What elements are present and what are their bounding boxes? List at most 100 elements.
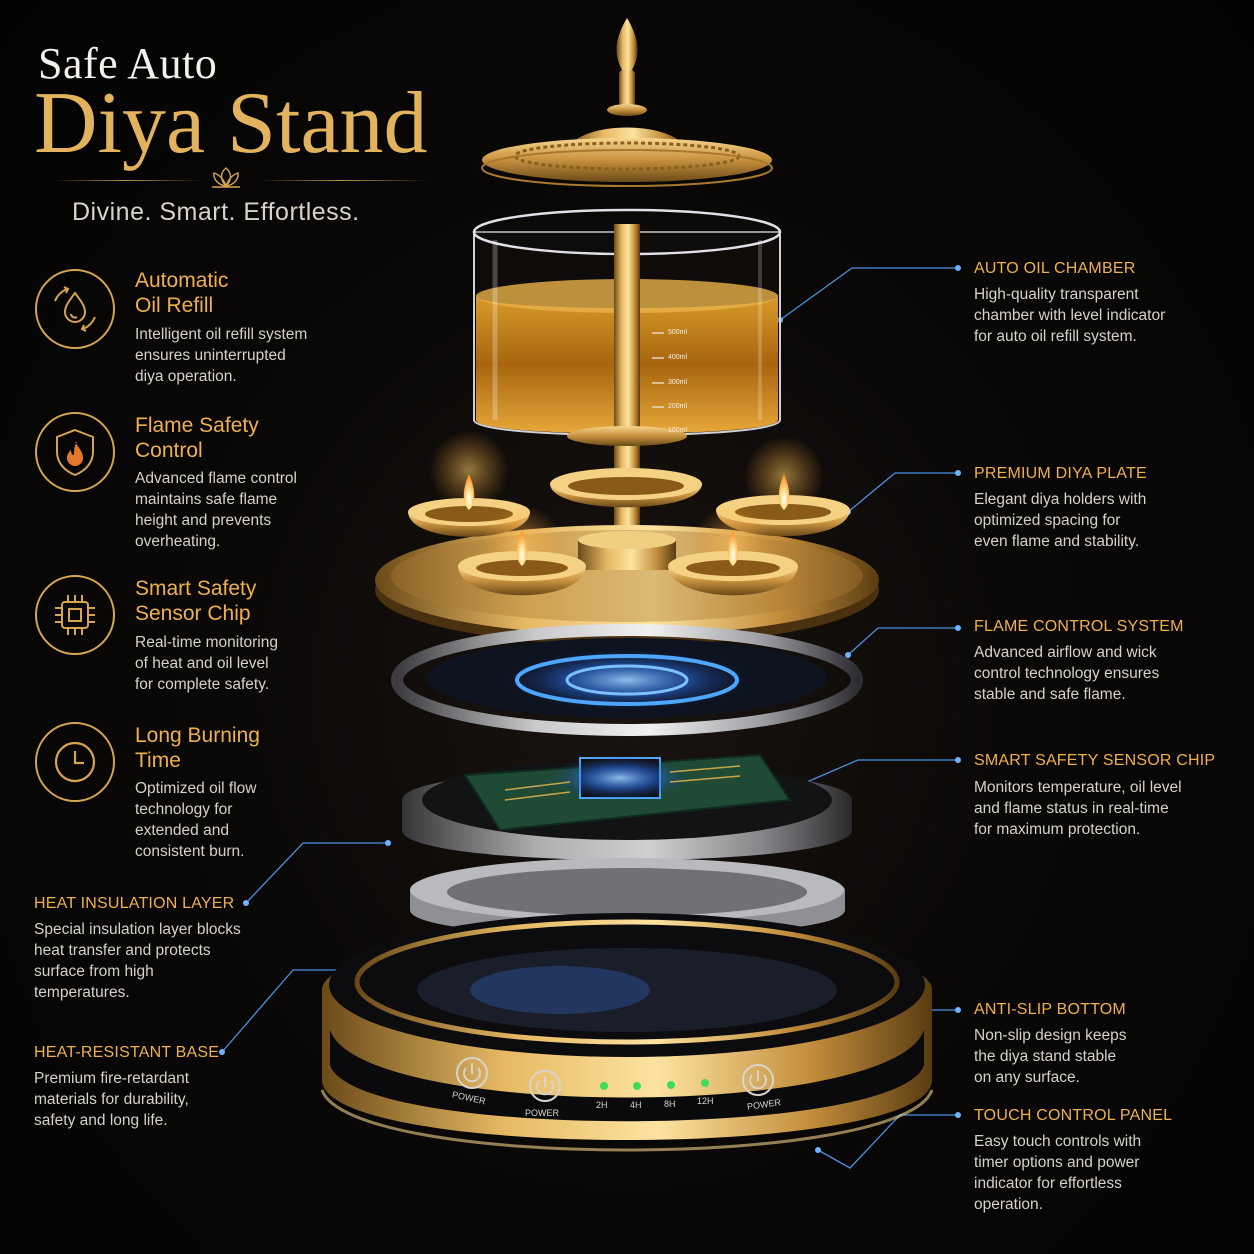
feature-desc-line: extended and [135,822,229,839]
callout-desc-line: Elegant diya holders with [974,491,1147,508]
feature-desc-line: diya operation. [135,368,237,385]
callout-desc-line: for maximum protection. [974,821,1141,838]
callout-description: Advanced airflow and wick control techno… [974,642,1159,705]
callout-desc-line: Premium fire-retardant [34,1070,190,1087]
feature-icon-circle [35,722,115,802]
feature-desc-line: height and prevents [135,512,272,529]
callout-desc-line: optimized spacing for [974,512,1121,529]
callout-desc-line: Special insulation layer blocks [34,921,241,938]
feature-desc-line: for complete safety. [135,676,270,693]
feature-desc-line: consistent burn. [135,843,245,860]
timer-2h-button[interactable]: 2H [596,1082,608,1110]
callout-desc-line: indicator for effortless [974,1175,1122,1192]
feature-description: Advanced flame control maintains safe fl… [135,468,297,552]
callout-desc-line: even flame and stability. [974,533,1140,550]
feature-desc-line: ensures uninterrupted [135,347,286,364]
callout-title: AUTO OIL CHAMBER [974,260,1136,277]
feature-icon-circle [35,269,115,349]
feature-title-line: Sensor Chip [135,602,251,625]
feature-desc-line: maintains safe flame [135,491,278,508]
callout-title: SMART SAFETY SENSOR CHIP [974,752,1216,769]
title-divider-left [52,180,202,181]
feature-title-line: Control [135,439,203,462]
callout-description: Elegant diya holders with optimized spac… [974,489,1146,552]
feature-icon-circle [35,575,115,655]
oil-scale-mark: 100ml [668,427,688,434]
feature-description: Intelligent oil refill system ensures un… [135,324,307,387]
callout-description: Non-slip design keeps the diya stand sta… [974,1025,1127,1088]
lid [481,18,773,187]
feature-desc-line: overheating. [135,533,221,550]
callout-description: Easy touch controls with timer options a… [974,1131,1141,1215]
callout-description: Special insulation layer blocks heat tra… [34,919,241,1003]
callout-desc-line: Advanced airflow and wick [974,644,1157,661]
tagline: Divine. Smart. Effortless. [72,198,360,226]
callout-desc-line: the diya stand stable [974,1048,1117,1065]
callout-description: Premium fire-retardant materials for dur… [34,1068,189,1131]
power-button[interactable]: POWER [525,1070,561,1118]
feature-desc-line: Advanced flame control [135,470,297,487]
diya-cup [458,505,586,596]
feature-desc-line: technology for [135,801,233,818]
callout-title: PREMIUM DIYA PLATE [974,465,1147,482]
flame-control-ring [391,624,863,736]
callout-desc-line: Easy touch controls with [974,1133,1142,1150]
callout-title: ANTI-SLIP BOTTOM [974,1001,1126,1018]
oil-scale-mark: 200ml [668,403,688,410]
power-button[interactable]: POWER [742,1064,782,1112]
callout-description: High-quality transparent chamber with le… [974,284,1165,347]
callout-desc-line: for auto oil refill system. [974,328,1137,345]
callout-desc-line: surface from high [34,963,154,980]
base [320,913,934,1152]
oil-refill-icon [54,286,96,332]
callout-desc-line: High-quality transparent [974,286,1139,303]
timer-12h-button[interactable]: 12H [697,1079,714,1106]
feature-title-line: Smart Safety [135,577,257,600]
clock-icon [54,741,96,783]
lotus-icon [212,167,240,188]
timer-label: 2H [596,1100,608,1110]
power-button-label: POWER [525,1108,560,1118]
diya-cup [550,468,702,508]
feature-desc-line: of heat and oil level [135,655,269,672]
callout-desc-line: Non-slip design keeps [974,1027,1127,1044]
title-line-2: Diya Stand [34,75,428,172]
timer-label: 4H [630,1100,642,1110]
heat-insulation-layer [410,858,845,937]
flame-shield-icon [56,428,94,477]
callout-desc-line: safety and long life. [34,1112,168,1129]
timer-4h-button[interactable]: 4H [630,1082,642,1110]
timer-label: 12H [697,1096,714,1106]
callout-desc-line: stable and safe flame. [974,686,1126,703]
diya-cup [668,505,798,596]
chip-icon [55,595,95,635]
feature-title-line: Long Burning [135,724,260,747]
sensor-chip-layer [402,753,852,860]
feature-title: Smart Safety Sensor Chip [135,576,256,626]
oil-scale-mark: 500ml [668,329,688,336]
feature-description: Real-time monitoring of heat and oil lev… [135,632,278,695]
diya-cup [408,430,530,537]
feature-desc-line: Intelligent oil refill system [135,326,308,343]
callout-desc-line: and flame status in real-time [974,800,1169,817]
callout-desc-line: heat transfer and protects [34,942,211,959]
oil-chamber [472,208,782,436]
oil-scale-mark: 400ml [668,354,688,361]
oil-scale-mark: 300ml [668,379,688,386]
callout-desc-line: operation. [974,1196,1043,1213]
callout-desc-line: chamber with level indicator [974,307,1166,324]
title-divider-right [258,180,428,181]
timer-8h-button[interactable]: 8H [664,1081,676,1109]
feature-title: Long Burning Time [135,723,260,773]
title-line-1: Safe Auto [38,39,218,88]
feature-icon-circle [35,412,115,492]
chamber-collar [567,426,687,446]
feature-description: Optimized oil flow technology for extend… [135,778,256,862]
feature-desc-line: Optimized oil flow [135,780,257,797]
feature-title-line: Oil Refill [135,294,214,317]
callout-desc-line: timer options and power [974,1154,1140,1171]
feature-desc-line: Real-time monitoring [135,634,278,651]
callout-title: HEAT-RESISTANT BASE [34,1044,220,1061]
callout-desc-line: on any surface. [974,1069,1080,1086]
